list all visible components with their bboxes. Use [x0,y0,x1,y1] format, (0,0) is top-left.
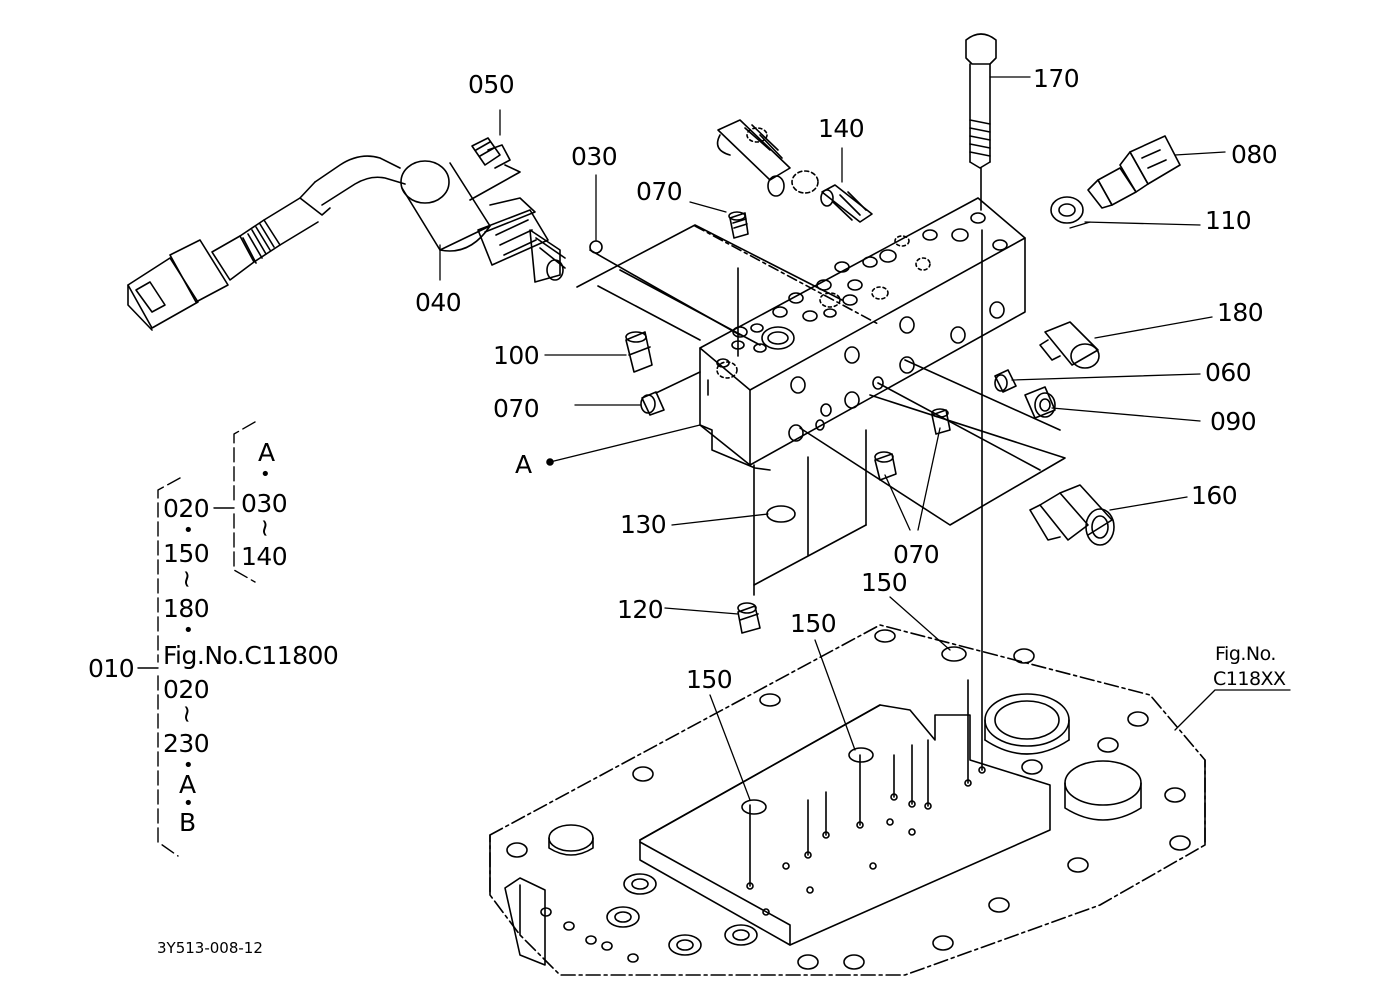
callout-170: 170 [1033,64,1080,93]
legend-sub-item: 140 [241,542,288,571]
legend-range: ~ [173,568,202,590]
callout-180: 180 [1217,298,1264,327]
valve-body [699,197,1026,596]
legend-range: ~ [173,703,202,725]
legend-brackets [137,421,256,857]
o-ring-130 [766,505,796,523]
plug-060 [994,369,1017,393]
legend-sub-item: A [258,438,275,467]
legend-item: A [179,770,196,799]
callout-040: 040 [415,288,462,317]
plug-100 [625,331,653,373]
plug-120 [737,602,761,634]
washer-110 [1050,196,1084,224]
plug-090 [1024,386,1056,419]
legend-item: 150 [163,539,210,568]
callout-060: 060 [1205,358,1252,387]
o-rings-150 [741,646,967,815]
callout-070-left: 070 [493,394,540,423]
callout-090: 090 [1210,407,1257,436]
bolt-170 [965,33,997,211]
legend-item: 230 [163,729,210,758]
legend-sub-item: 030 [241,489,288,518]
legend-item: B [179,808,196,837]
callout-120: 120 [617,595,664,624]
solenoid-040 [127,155,566,331]
legend-item: 020 [163,675,210,704]
callout-130: 130 [620,510,667,539]
legend-bullet: • [183,793,194,814]
plug-050 [469,137,521,201]
legend-bullet: • [183,620,194,641]
legend-item: Fig.No.C11800 [163,641,339,670]
base-plate [489,229,1206,976]
legend-bullet: • [183,755,194,776]
sensor-160 [1029,484,1115,546]
legend-range: ~ [251,517,280,539]
fig-ref-line2: C118XX [1213,668,1286,690]
plugs-070 [640,211,951,481]
callout-100: 100 [493,341,540,370]
sensor-080 [1087,135,1181,209]
callout-150-b: 150 [790,609,837,638]
legend-bullet: • [260,464,271,485]
callout-160: 160 [1191,481,1238,510]
fitting-140 [716,119,873,223]
callout-leaders [439,76,1291,801]
callout-070-top: 070 [636,177,683,206]
alignment-lines [576,224,1066,526]
callout-070-bottom: 070 [893,540,940,569]
callout-050: 050 [468,70,515,99]
ball-030 [589,240,603,254]
callout-080: 080 [1231,140,1278,169]
callout-150-c: 150 [686,665,733,694]
callout-150-a: 150 [861,568,908,597]
switch-180 [1039,321,1100,369]
fig-ref-line1: Fig.No. [1215,643,1276,665]
legend-root: 010 [88,654,135,683]
callout-140: 140 [818,114,865,143]
legend-item: 180 [163,594,210,623]
legend-item: 020 [163,494,210,523]
drawing-code: 3Y513-008-12 [157,939,263,957]
callout-030: 030 [571,142,618,171]
callout-a: A [515,450,532,479]
callout-110: 110 [1205,206,1252,235]
legend-bullet: • [183,520,194,541]
